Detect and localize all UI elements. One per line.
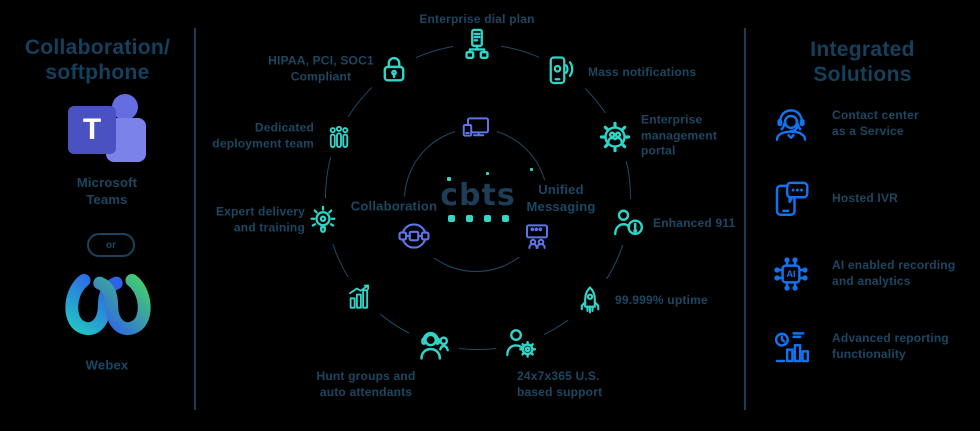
right-divider — [744, 28, 746, 410]
contact-center-label: Contact center as a Service — [832, 108, 919, 138]
left-divider — [194, 28, 196, 410]
expert-delivery-label: Expert delivery and training — [215, 204, 305, 234]
right-panel-item: Contact center as a Service — [770, 103, 919, 145]
person-gear-icon — [496, 319, 544, 367]
uptime-label: 99.999% uptime — [615, 293, 708, 308]
right-panel-item: Hosted IVR — [770, 178, 898, 220]
devices-icon — [455, 108, 497, 150]
microsoft-teams-label: Microsoft Teams — [76, 175, 138, 207]
phone-broadcast-icon — [539, 48, 585, 94]
cbts-logo: cbts — [402, 181, 554, 222]
compliance-label: HIPAA, PCI, SOC1 Compliant — [268, 53, 374, 83]
right-panel-title: Integrated Solutions — [810, 38, 915, 86]
webex-label: Webex — [85, 357, 129, 373]
ai-chip-icon: AI — [770, 253, 812, 295]
person-headset-icon — [409, 320, 459, 370]
mass-notifications-label: Mass notifications — [588, 65, 697, 80]
collaboration-label: Collaboration — [345, 196, 443, 218]
hosted-ivr-phone-chat-icon — [770, 178, 812, 220]
deployment-team-icon — [319, 117, 359, 157]
webex-w-icon — [65, 273, 151, 336]
webex-logo — [62, 262, 154, 357]
bar-chart-growth-icon — [340, 277, 380, 317]
hosted-ivr-label: Hosted IVR — [832, 191, 899, 206]
deployment-team-label: Dedicated deployment team — [212, 120, 314, 150]
cbts-logo-text: cbts — [440, 178, 516, 213]
right-panel-item: Advanced reporting functionality — [770, 326, 949, 368]
advanced-reporting-label: Advanced reporting functionality — [832, 331, 949, 361]
ai-recording-label: AI enabled recording and analytics — [832, 258, 956, 288]
advanced-reporting-icon — [770, 326, 812, 368]
lightbulb-gear-icon — [300, 198, 346, 244]
teams-t-tile: T — [68, 106, 116, 154]
person-alert-icon — [605, 199, 651, 245]
padlock-icon — [372, 47, 416, 91]
unified-messaging-label: Unified Messaging — [521, 180, 601, 218]
left-panel-title: Collaboration/ softphone — [24, 36, 171, 84]
management-portal-label: Enterprise management portal — [641, 112, 718, 158]
sparkle-icon — [530, 168, 533, 171]
cbts-logo-dots — [402, 215, 554, 222]
sparkle-icon — [486, 172, 489, 175]
rocket-icon — [568, 279, 612, 323]
svg-text:AI: AI — [786, 269, 795, 279]
or-pill: or — [87, 233, 135, 257]
hunt-groups-label: Hunt groups and auto attendants — [316, 369, 416, 399]
dial-plan-network-icon — [453, 21, 501, 69]
presentation-people-icon — [516, 215, 558, 257]
contact-center-agent-icon — [770, 103, 812, 145]
gear-team-icon — [591, 113, 639, 161]
dial-plan-label: Enterprise dial plan — [419, 12, 535, 27]
support-label: 24x7x365 U.S. based support — [517, 369, 603, 399]
enhanced-911-label: Enhanced 911 — [653, 216, 736, 231]
right-panel-item: AI AI enabled recording and analytics — [770, 253, 955, 295]
teams-person-head-shape — [112, 94, 138, 120]
handshake-call-icon — [392, 214, 436, 258]
sparkle-icon — [447, 177, 451, 181]
